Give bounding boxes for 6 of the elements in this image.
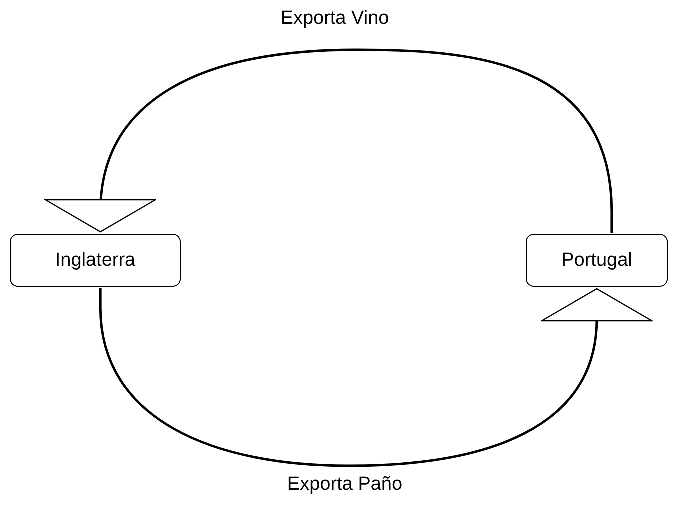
country-box <box>10 234 181 287</box>
country-name: Portugal <box>562 250 632 272</box>
curved-arrow <box>45 48 614 233</box>
curved-arrow <box>99 288 653 468</box>
country-box <box>526 234 668 287</box>
country-name: Inglaterra <box>55 250 136 272</box>
